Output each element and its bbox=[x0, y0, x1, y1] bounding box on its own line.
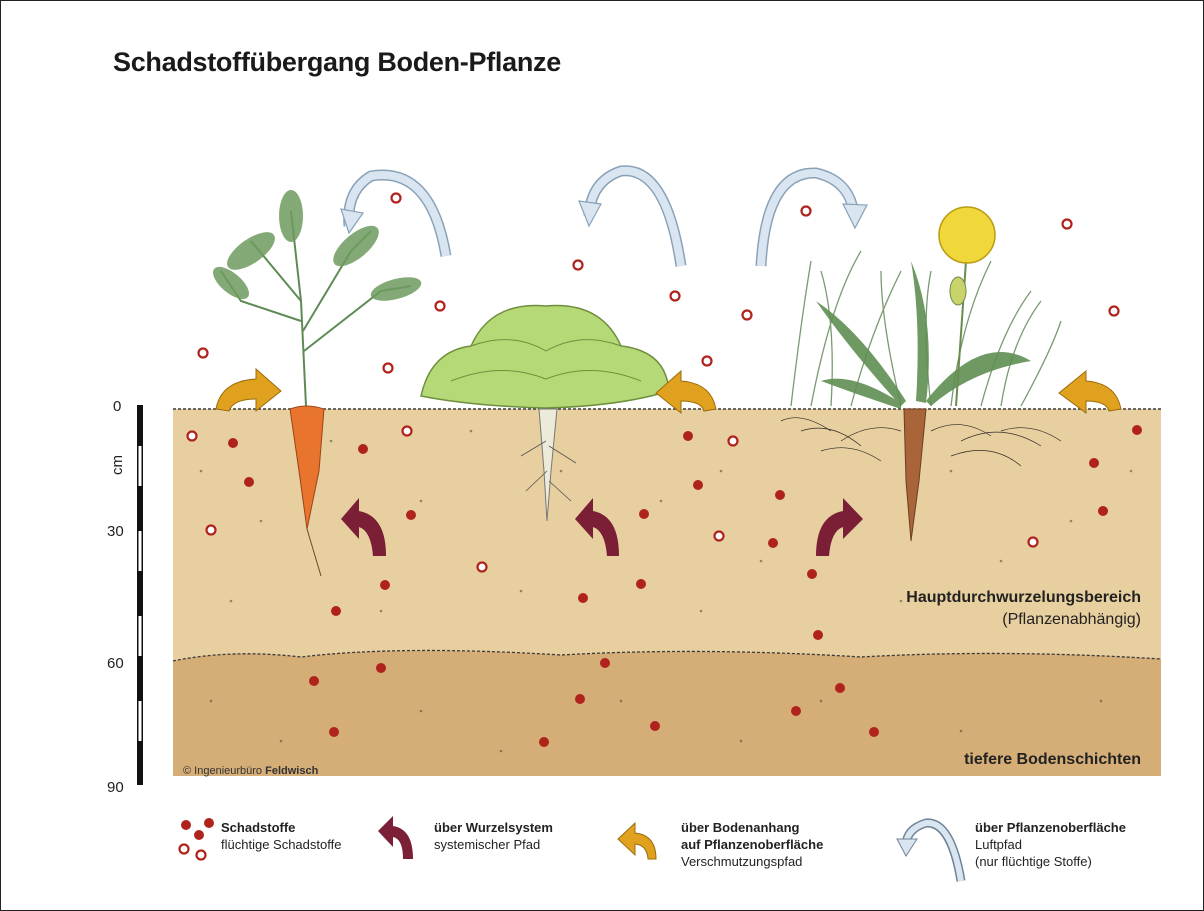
legend-soil-sub: Verschmutzungspfad bbox=[681, 853, 823, 870]
soil-arrow-legend-icon bbox=[618, 823, 656, 859]
air-arrow-legend-icon bbox=[897, 823, 961, 881]
legend-root-title: über Wurzelsystem bbox=[434, 819, 553, 836]
pollutant-legend-icon bbox=[180, 818, 215, 860]
legend-pollutants: Schadstoffe flüchtige Schadstoffe bbox=[221, 819, 341, 853]
legend-root-sub: systemischer Pfad bbox=[434, 836, 553, 853]
scale-tick-90: 90 bbox=[107, 779, 124, 796]
legend-soil-path: über Bodenanhang auf Pflanzenoberfläche … bbox=[681, 819, 823, 870]
legend-root-path: über Wurzelsystem systemischer Pfad bbox=[434, 819, 553, 853]
legend-soil-title-1: über Bodenanhang bbox=[681, 819, 823, 836]
air-path-arrows bbox=[341, 171, 867, 266]
root-zone-label: Hauptdurchwurzelungsbereich bbox=[906, 589, 1141, 607]
deep-layers-label: tiefere Bodenschichten bbox=[964, 751, 1141, 769]
dandelion-flower bbox=[939, 207, 995, 263]
root-zone-note: (Pflanzenabhängig) bbox=[1002, 611, 1141, 629]
legend-air-title: über Pflanzenoberfläche bbox=[975, 819, 1126, 836]
legend-volatile-label: flüchtige Schadstoffe bbox=[221, 836, 341, 853]
legend-air-sub-2: (nur flüchtige Stoffe) bbox=[975, 853, 1126, 870]
scale-tick-30: 30 bbox=[107, 523, 124, 540]
depth-scale bbox=[137, 405, 143, 785]
root-arrow-legend-icon bbox=[378, 816, 413, 859]
scale-tick-60: 60 bbox=[107, 655, 124, 672]
scale-tick-0: 0 bbox=[113, 398, 121, 415]
legend-soil-title-2: auf Pflanzenoberfläche bbox=[681, 836, 823, 853]
copyright-prefix: © Ingenieurbüro bbox=[183, 765, 262, 777]
copyright-company: Feldwisch bbox=[265, 765, 318, 777]
legend-air-path: über Pflanzenoberfläche Luftpfad (nur fl… bbox=[975, 819, 1126, 870]
legend-pollutants-title: Schadstoffe bbox=[221, 819, 341, 836]
legend-air-sub-1: Luftpfad bbox=[975, 836, 1126, 853]
scale-unit-label: cm bbox=[109, 455, 126, 475]
copyright-notice: © Ingenieurbüro Feldwisch bbox=[183, 765, 318, 777]
